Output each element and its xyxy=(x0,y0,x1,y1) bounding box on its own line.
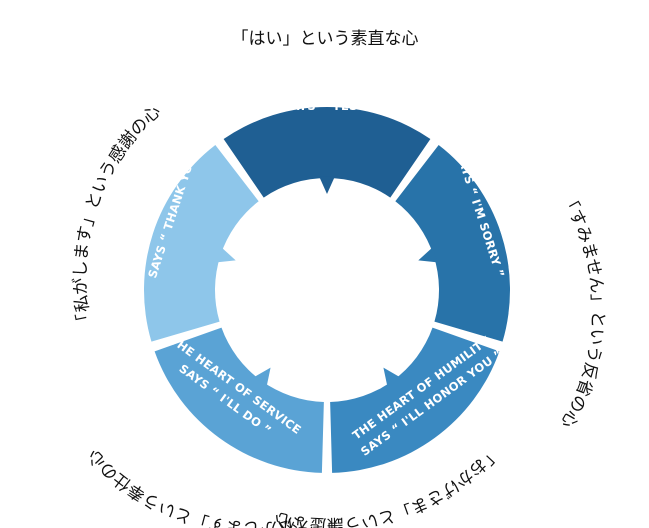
segment-reflection xyxy=(395,145,510,342)
segment-service xyxy=(154,327,324,473)
center-circle xyxy=(221,184,433,396)
segment-obedience xyxy=(223,106,431,198)
obedience-line2: SAYS “ YES ” xyxy=(282,99,370,113)
center-disk xyxy=(216,176,438,396)
segment-humility xyxy=(330,327,500,473)
notch-humility xyxy=(383,367,401,387)
obedience-line1: THE HEART OF OBEDIENCE ALWAYS xyxy=(208,81,444,95)
ring-segments xyxy=(144,106,510,473)
japanese-label-obedience: 「はい」という素直な心 xyxy=(232,29,419,49)
notch-reflection xyxy=(418,247,438,263)
notch-obedience xyxy=(319,176,335,194)
notch-appreciation xyxy=(216,247,236,263)
segment-appreciation xyxy=(144,145,259,342)
japanese-label-reflection: 「すみません」という反省の心 xyxy=(556,191,607,432)
notch-service xyxy=(253,367,271,387)
segment-obedience-text: THE HEART OF OBEDIENCE ALWAYS SAYS “ YES… xyxy=(208,81,444,113)
